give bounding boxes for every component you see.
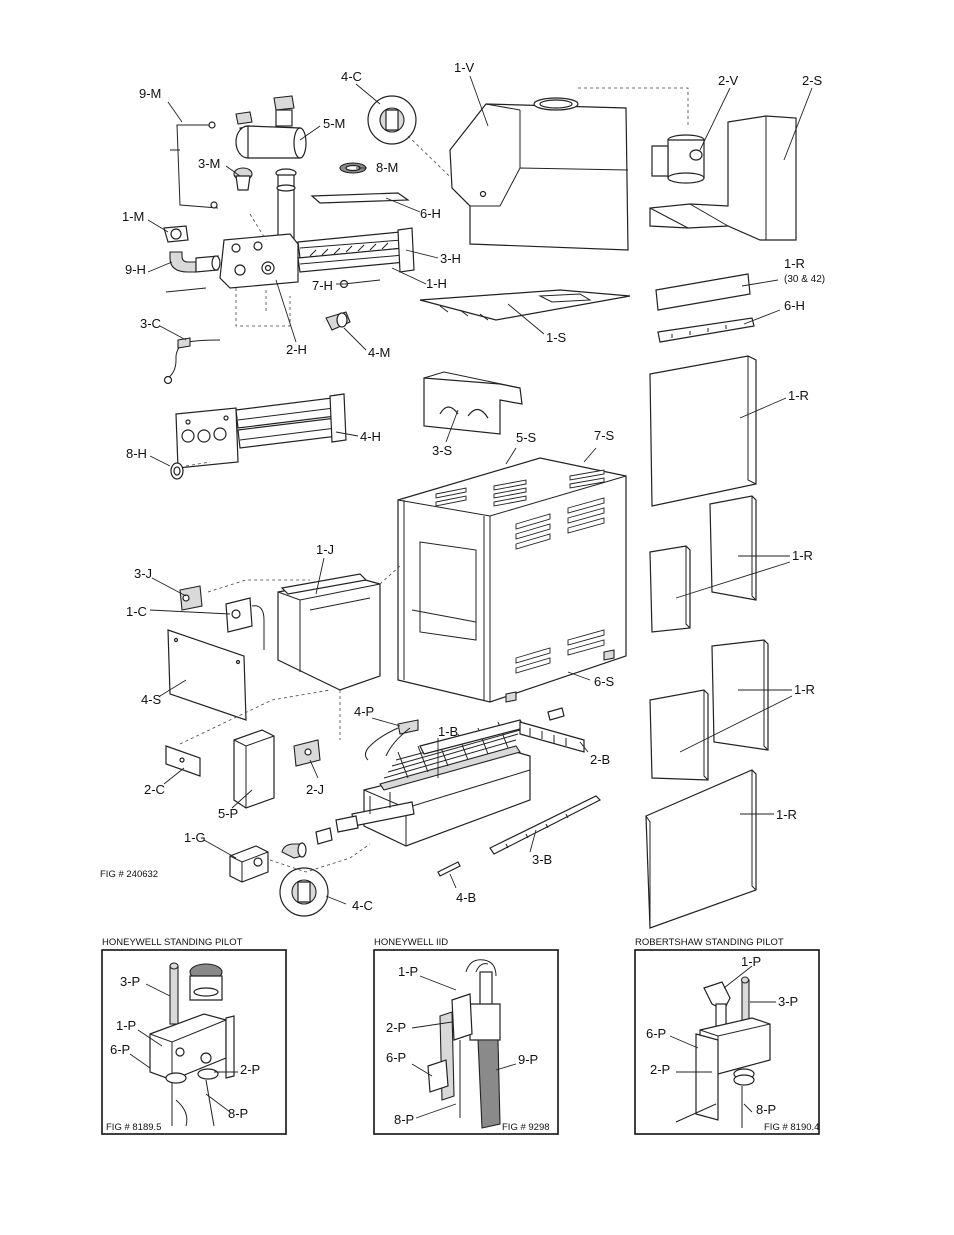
label-4p: 4-P xyxy=(354,704,374,719)
label-2b: 2-B xyxy=(590,752,610,767)
leader-lines xyxy=(147,75,813,905)
inset-2-label-6p: 6-P xyxy=(386,1050,406,1065)
label-7h: 7-H xyxy=(312,278,333,293)
label-3m: 3-M xyxy=(198,156,220,171)
inset-2-label-8p: 8-P xyxy=(394,1112,414,1127)
label-1r-a: 1-R xyxy=(788,388,809,403)
inset-1-label-3p: 3-P xyxy=(120,974,140,989)
label-9h: 9-H xyxy=(125,262,146,277)
label-1r-d: 1-R xyxy=(776,807,797,822)
label-2j: 2-J xyxy=(306,782,324,797)
label-4c-bot: 4-C xyxy=(352,898,373,913)
inset-3-label-3p: 3-P xyxy=(778,994,798,1009)
refractory-strip-and-baffle xyxy=(655,273,755,343)
label-3b: 3-B xyxy=(532,852,552,867)
inset-3-label-6p: 6-P xyxy=(646,1026,666,1041)
label-4h: 4-H xyxy=(360,429,381,444)
refractory-panel-rear xyxy=(649,355,757,507)
label-6s: 6-S xyxy=(594,674,615,689)
label-1s: 1-S xyxy=(546,330,567,345)
flue-baffle xyxy=(423,371,523,435)
label-2v: 2-V xyxy=(718,73,739,88)
inset-2-fig: FIG # 9298 xyxy=(502,1122,550,1133)
inset-1-label-1p: 1-P xyxy=(116,1018,136,1033)
burner-rod xyxy=(437,795,602,877)
label-4s: 4-S xyxy=(141,692,162,707)
label-3h: 3-H xyxy=(440,251,461,266)
burner-bracket xyxy=(519,707,585,753)
label-3s: 3-S xyxy=(432,443,453,458)
inset-3-label-8p: 8-P xyxy=(756,1102,776,1117)
burner-tray xyxy=(335,719,531,847)
label-2h: 2-H xyxy=(286,342,307,357)
inset-2-label-9p: 9-P xyxy=(518,1052,538,1067)
control-devices xyxy=(179,579,310,650)
draft-hood xyxy=(449,87,689,251)
inset-2-label-1p: 1-P xyxy=(398,964,418,979)
figure-number-main: FIG # 240632 xyxy=(100,869,158,880)
refractory-panels-low xyxy=(649,639,769,781)
label-5s: 5-S xyxy=(516,430,537,445)
label-1r-c: 1-R xyxy=(794,682,815,697)
refractory-panel-front xyxy=(645,769,757,929)
gas-valve-knob-top xyxy=(367,95,471,197)
label-4m: 4-M xyxy=(368,345,390,360)
label-2c: 2-C xyxy=(144,782,165,797)
refractory-panels-mid xyxy=(649,495,757,633)
jacket-cabinet xyxy=(397,457,627,703)
label-4c-top: 4-C xyxy=(341,69,362,84)
inset-2-label-2p: 2-P xyxy=(386,1020,406,1035)
label-6h-right: 6-H xyxy=(784,298,805,313)
label-5m: 5-M xyxy=(323,116,345,131)
control-panel-plate xyxy=(167,629,247,721)
label-9m: 9-M xyxy=(139,86,161,101)
inset-2-title: HONEYWELL IID xyxy=(374,937,448,948)
label-3j: 3-J xyxy=(134,566,152,581)
label-1c: 1-C xyxy=(126,604,147,619)
label-1r-top-note: (30 & 42) xyxy=(784,274,825,285)
inset-1-label-8p: 8-P xyxy=(228,1106,248,1121)
label-1b: 1-B xyxy=(438,724,458,739)
inset-3-fig: FIG # 8190.4 xyxy=(764,1122,819,1133)
gas-valve-assembly xyxy=(229,827,371,917)
label-2s: 2-S xyxy=(802,73,823,88)
label-8h: 8-H xyxy=(126,446,147,461)
heat-exchanger xyxy=(170,393,347,480)
flue-side-panel xyxy=(649,115,797,241)
inset-3-label-2p: 2-P xyxy=(650,1062,670,1077)
label-1v: 1-V xyxy=(454,60,475,75)
top-plate xyxy=(419,289,631,321)
label-1m: 1-M xyxy=(122,209,144,224)
inset-honeywell-standing-pilot: HONEYWELL STANDING PILOT 3-P 1-P 6-P 2-P… xyxy=(101,937,287,1135)
part-labels: 9-M 4-C 1-V 2-V 2-S 5-M 3-M 8-M 6-H 1-M … xyxy=(100,60,825,913)
label-8m: 8-M xyxy=(376,160,398,175)
label-1g: 1-G xyxy=(184,830,206,845)
label-6h-top: 6-H xyxy=(420,206,441,221)
label-1r-b: 1-R xyxy=(792,548,813,563)
vent-damper xyxy=(651,134,705,184)
label-1j: 1-J xyxy=(316,542,334,557)
label-3c: 3-C xyxy=(140,316,161,331)
label-5p: 5-P xyxy=(218,806,238,821)
lower-control-parts xyxy=(165,689,331,809)
inset-3-title: ROBERTSHAW STANDING PILOT xyxy=(635,937,784,948)
label-1h: 1-H xyxy=(426,276,447,291)
inset-robertshaw-standing-pilot: ROBERTSHAW STANDING PILOT 1-P 3-P 6-P 2-… xyxy=(634,937,820,1135)
inset-1-label-2p: 2-P xyxy=(240,1062,260,1077)
control-compartment xyxy=(277,565,401,740)
inset-3-label-1p: 1-P xyxy=(741,954,761,969)
inset-honeywell-iid: HONEYWELL IID 1-P 2-P 6-P 9-P 8-P FIG # … xyxy=(373,937,559,1135)
inset-1-fig: FIG # 8189.5 xyxy=(106,1122,161,1133)
label-7s: 7-S xyxy=(594,428,615,443)
inset-1-label-6p: 6-P xyxy=(110,1042,130,1057)
label-1r-top: 1-R xyxy=(784,256,805,271)
water-manifold-assembly xyxy=(163,95,415,385)
inset-1-title: HONEYWELL STANDING PILOT xyxy=(102,937,243,948)
label-4b: 4-B xyxy=(456,890,476,905)
